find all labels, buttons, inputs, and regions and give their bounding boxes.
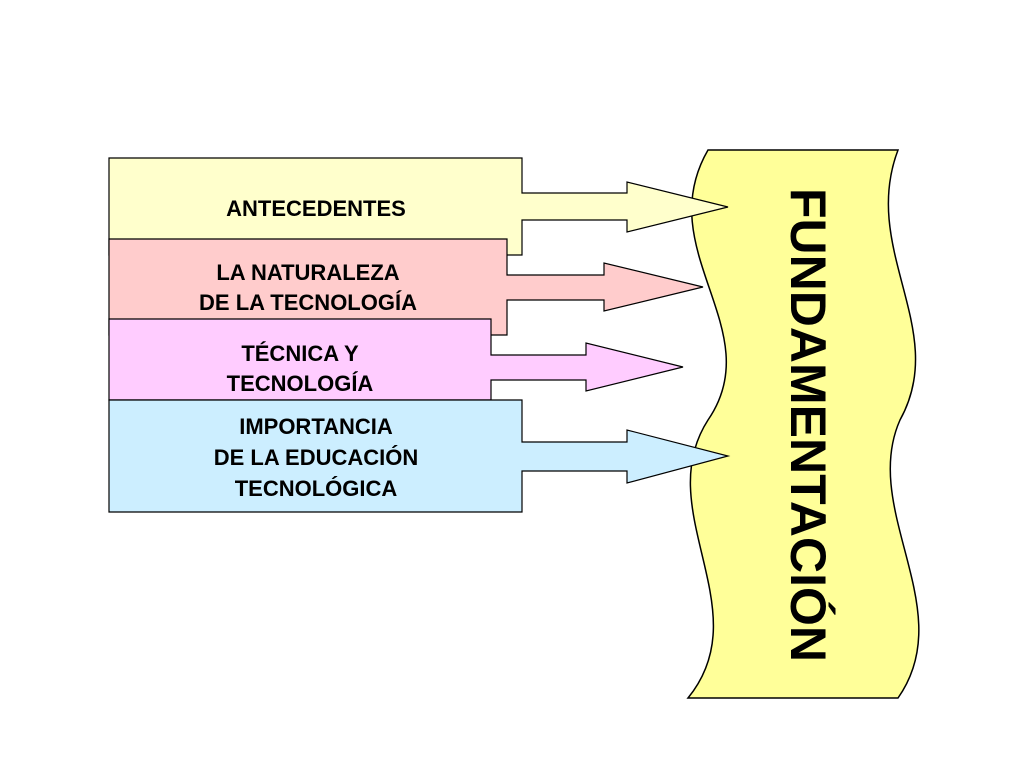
importancia-label-line-1: IMPORTANCIA — [239, 414, 393, 439]
tecnica-label-line-1: TÉCNICA Y — [241, 341, 359, 366]
importancia-label-line-3: TECNOLÓGICA — [235, 476, 398, 501]
antecedentes-label: ANTECEDENTES — [226, 196, 406, 221]
importancia-box — [108, 399, 731, 513]
tecnica-box — [108, 318, 684, 401]
fundamentacion-label: FUNDAMENTACIÓN — [780, 188, 836, 662]
naturaleza-label-line-1: LA NATURALEZA — [216, 260, 399, 285]
importancia-label-line-2: DE LA EDUCACIÓN — [214, 445, 419, 470]
tecnica-label-line-2: TECNOLOGÍA — [227, 371, 374, 396]
naturaleza-label-line-2: DE LA TECNOLOGÍA — [199, 290, 417, 315]
fundamentacion-banner — [686, 149, 920, 699]
